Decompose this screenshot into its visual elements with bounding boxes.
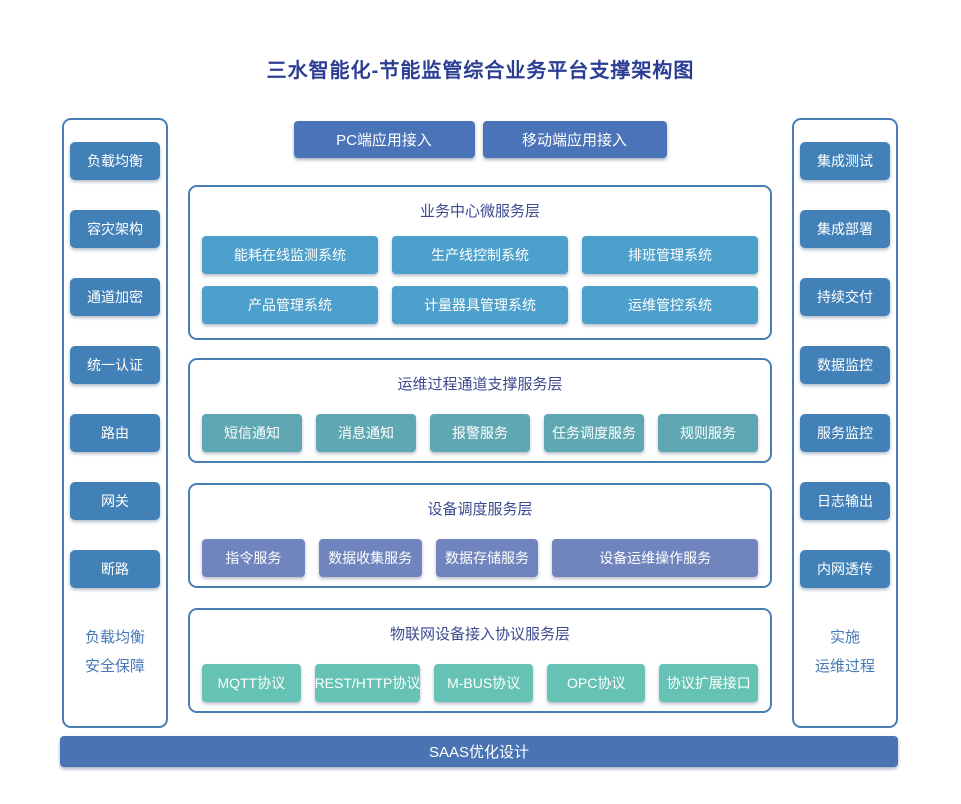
box-alarm-service: 报警服务: [430, 414, 530, 452]
right-item-integration-test: 集成测试: [800, 142, 890, 180]
left-item-gateway: 网关: [70, 482, 160, 520]
left-caption-line-2: 安全保障: [84, 657, 145, 675]
left-caption-line-1: 负载均衡: [84, 629, 145, 646]
box-sms-notify: 短信通知: [202, 414, 302, 452]
right-caption-line-1: 实施: [829, 629, 860, 646]
layer-business-microservices: 业务中心微服务层 能耗在线监测系统 生产线控制系统 排班管理系统 产品管理系统 …: [188, 185, 772, 340]
right-item-continuous-delivery: 持续交付: [800, 278, 890, 316]
left-item-routing: 路由: [70, 414, 160, 452]
left-item-channel-encryption: 通道加密: [70, 278, 160, 316]
box-shift-management-system: 排班管理系统: [582, 236, 758, 274]
box-ops-control-system: 运维管控系统: [582, 286, 758, 324]
layer3-row: 指令服务 数据收集服务 数据存储服务 设备运维操作服务: [190, 519, 770, 577]
layer4-row: MQTT协议 REST/HTTP协议 M-BUS协议 OPC协议 协议扩展接口: [190, 644, 770, 702]
box-rest-http-protocol: REST/HTTP协议: [314, 664, 421, 702]
layer2-row: 短信通知 消息通知 报警服务 任务调度服务 规则服务: [190, 394, 770, 452]
page-title: 三水智能化-节能监管综合业务平台支撑架构图: [266, 60, 695, 82]
layer-device-scheduling: 设备调度服务层 指令服务 数据收集服务 数据存储服务 设备运维操作服务: [188, 483, 772, 588]
left-item-load-balancing: 负载均衡: [70, 142, 160, 180]
left-panel-caption: 负载均衡 安全保障: [85, 624, 145, 681]
saas-optimization-bar: SAAS优化设计: [60, 736, 898, 767]
right-panel: 集成测试 集成部署 持续交付 数据监控 服务监控 日志输出 内网透传 实施 运维…: [792, 118, 898, 728]
box-production-line-control-system: 生产线控制系统: [392, 236, 568, 274]
right-item-service-monitoring: 服务监控: [800, 414, 890, 452]
box-energy-monitoring-system: 能耗在线监测系统: [202, 236, 378, 274]
box-m-bus-protocol: M-BUS协议: [434, 664, 533, 702]
box-message-notify: 消息通知: [316, 414, 416, 452]
layer1-row-2: 产品管理系统 计量器具管理系统 运维管控系统: [190, 274, 770, 324]
layer-ops-channel-support-title: 运维过程通道支撑服务层: [397, 376, 563, 393]
box-product-management-system: 产品管理系统: [202, 286, 378, 324]
box-command-service: 指令服务: [202, 539, 305, 577]
box-task-scheduling-service: 任务调度服务: [544, 414, 644, 452]
left-item-circuit-breaker: 断路: [70, 550, 160, 588]
pc-access-box: PC端应用接入: [293, 121, 475, 158]
left-item-unified-auth: 统一认证: [70, 346, 160, 384]
right-caption-line-2: 运维过程: [814, 657, 875, 675]
box-mqtt-protocol: MQTT协议: [202, 664, 301, 702]
layer-ops-channel-support: 运维过程通道支撑服务层 短信通知 消息通知 报警服务 任务调度服务 规则服务: [188, 358, 772, 463]
app-access-row: PC端应用接入 移动端应用接入: [188, 121, 772, 158]
box-metering-device-management-system: 计量器具管理系统: [392, 286, 568, 324]
right-item-data-monitoring: 数据监控: [800, 346, 890, 384]
layer-iot-protocol-title: 物联网设备接入协议服务层: [389, 626, 570, 643]
box-protocol-extension-interface: 协议扩展接口: [659, 664, 759, 702]
box-data-storage-service: 数据存储服务: [435, 539, 539, 577]
layer-iot-protocol: 物联网设备接入协议服务层 MQTT协议 REST/HTTP协议 M-BUS协议 …: [188, 608, 772, 713]
right-item-intranet-tunnel: 内网透传: [800, 550, 890, 588]
left-panel: 负载均衡 容灾架构 通道加密 统一认证 路由 网关 断路 负载均衡 安全保障: [62, 118, 168, 728]
right-item-integration-deploy: 集成部署: [800, 210, 890, 248]
right-panel-caption: 实施 运维过程: [815, 624, 875, 681]
box-rule-service: 规则服务: [658, 414, 758, 452]
box-data-collection-service: 数据收集服务: [318, 539, 422, 577]
layer1-row-1: 能耗在线监测系统 生产线控制系统 排班管理系统: [190, 221, 770, 274]
right-item-log-output: 日志输出: [800, 482, 890, 520]
box-opc-protocol: OPC协议: [546, 664, 646, 702]
layer-device-scheduling-title: 设备调度服务层: [427, 501, 533, 518]
mobile-access-box: 移动端应用接入: [482, 121, 667, 158]
layer-business-microservices-title: 业务中心微服务层: [419, 203, 540, 220]
box-device-ops-service: 设备运维操作服务: [552, 539, 758, 577]
left-item-disaster-recovery: 容灾架构: [70, 210, 160, 248]
